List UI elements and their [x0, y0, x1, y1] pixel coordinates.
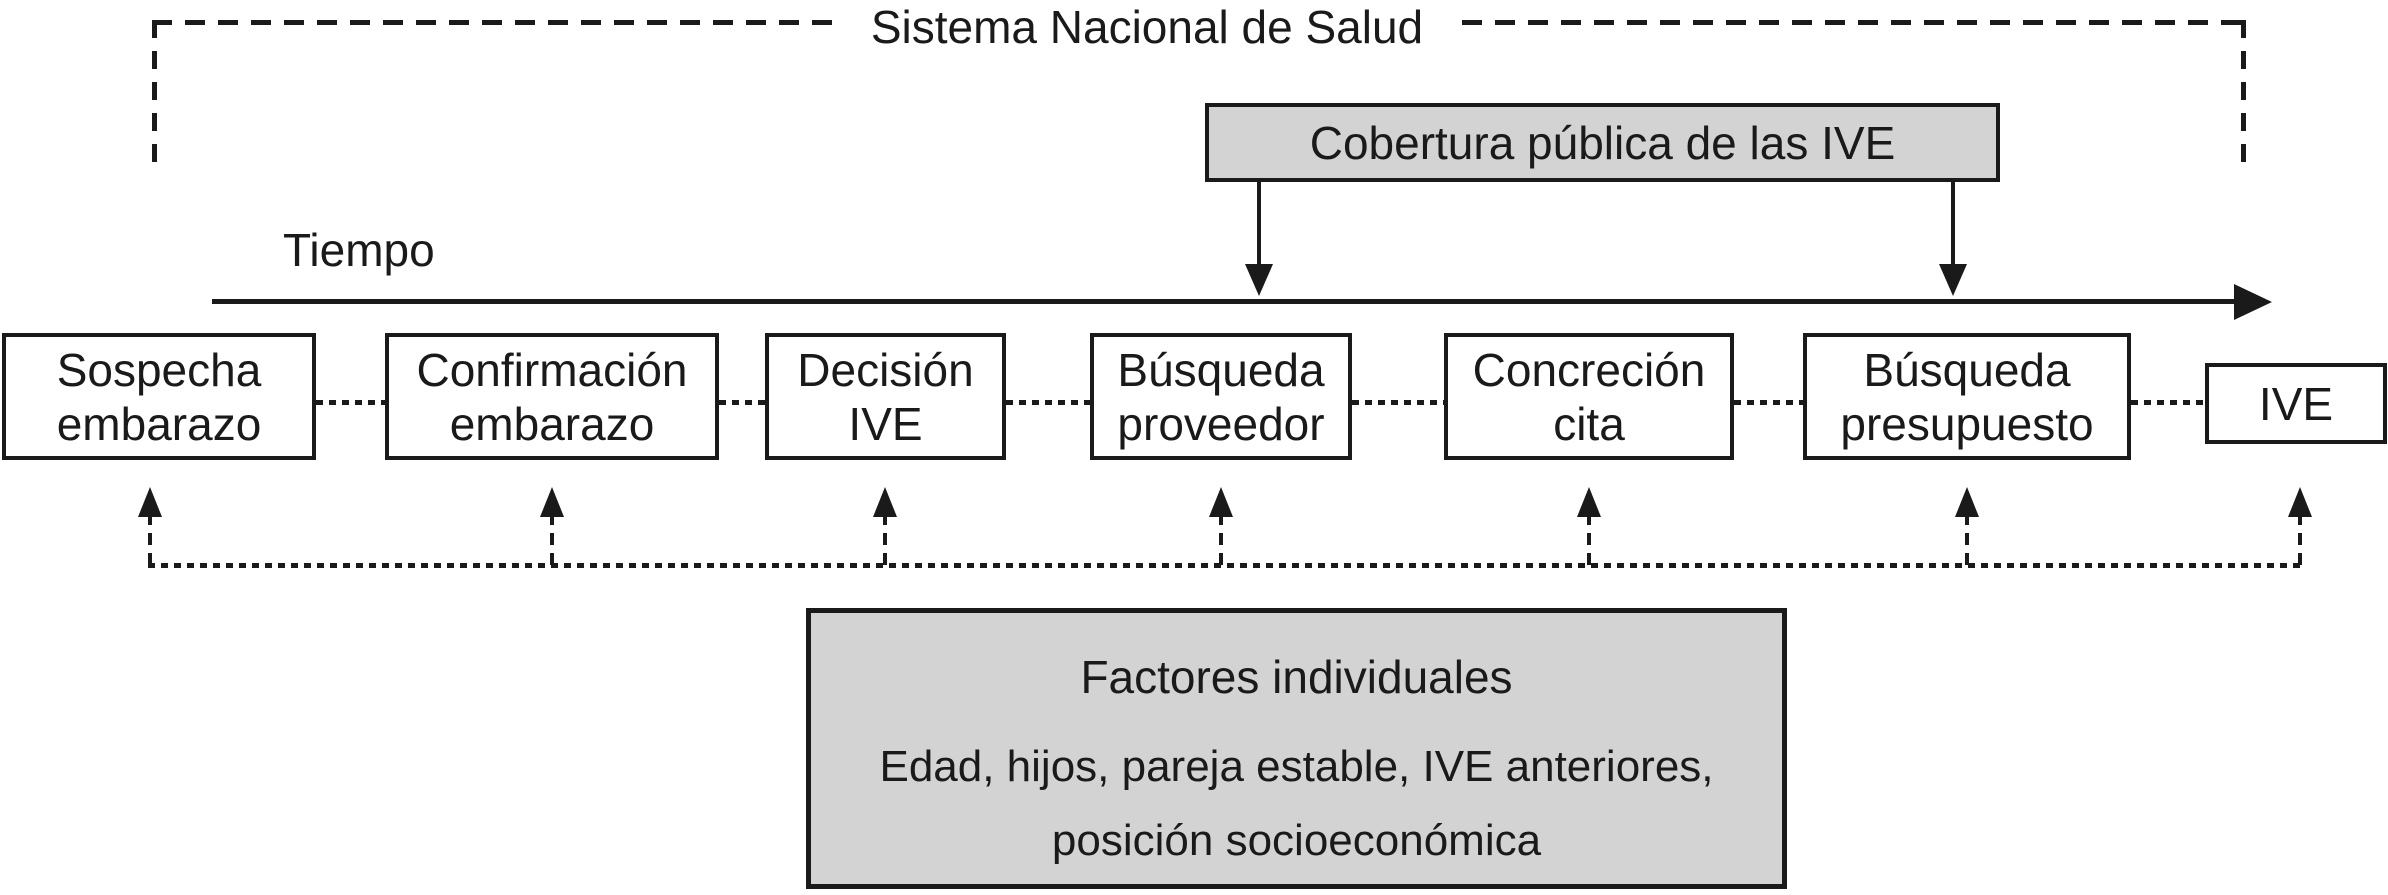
timeline-right-arrow-icon	[2234, 284, 2272, 320]
sns-title: Sistema Nacional de Salud	[870, 1, 1424, 53]
feedback-arrow-shaft	[550, 513, 554, 568]
factors-title: Factores individuales	[1080, 651, 1513, 703]
stage-box-ive: IVE	[2205, 363, 2387, 444]
stage-label: Búsqueda presupuesto	[1840, 343, 2094, 450]
sns-bracket-top-left-line	[152, 20, 832, 25]
stage-connector	[1352, 400, 1444, 405]
feedback-base-line	[148, 563, 2302, 568]
feedback-up-arrow-icon	[540, 487, 564, 517]
stage-label: Búsqueda proveedor	[1117, 343, 1325, 450]
sns-bracket-top-right-line	[1462, 20, 2246, 25]
feedback-arrow-shaft	[1965, 513, 1969, 568]
stage-connector	[2131, 400, 2205, 405]
coverage-box-label: Cobertura pública de las IVE	[1309, 116, 1896, 169]
feedback-arrow-shaft	[1587, 513, 1591, 568]
timeline-line	[212, 299, 2235, 304]
stage-label: Confirmación embarazo	[416, 343, 688, 450]
stage-box-confirmacion-embarazo: Confirmación embarazo	[385, 333, 719, 460]
factors-box: Factores individuales Edad, hijos, parej…	[806, 608, 1787, 889]
feedback-up-arrow-icon	[1955, 487, 1979, 517]
feedback-arrow-shaft	[1219, 513, 1223, 568]
feedback-up-arrow-icon	[1209, 487, 1233, 517]
feedback-up-arrow-icon	[2288, 487, 2312, 517]
stage-label: Sospecha embarazo	[56, 343, 262, 450]
stage-connector	[719, 400, 765, 405]
stage-label: IVE	[2258, 377, 2334, 430]
feedback-arrow-shaft	[148, 513, 152, 568]
sns-bracket-left-drop-line	[152, 20, 157, 168]
stage-connector	[1006, 400, 1090, 405]
stage-label: Decisión IVE	[797, 343, 974, 450]
coverage-arrow-right-shaft	[1951, 182, 1955, 266]
stage-box-sospecha-embarazo: Sospecha embarazo	[2, 333, 316, 460]
stage-box-concrecion-cita: Concreción cita	[1444, 333, 1734, 460]
stage-label: Concreción cita	[1472, 343, 1706, 450]
sns-bracket-right-drop-line	[2241, 20, 2246, 168]
coverage-arrow-left-shaft	[1257, 182, 1261, 266]
stage-box-busqueda-proveedor: Búsqueda proveedor	[1090, 333, 1352, 460]
feedback-up-arrow-icon	[138, 487, 162, 517]
factors-detail-line-1: Edad, hijos, pareja estable, IVE anterio…	[879, 742, 1714, 791]
coverage-arrow-right-down-arrow-icon	[1939, 264, 1967, 296]
coverage-arrow-left-down-arrow-icon	[1245, 264, 1273, 296]
stage-box-busqueda-presupuesto: Búsqueda presupuesto	[1803, 333, 2131, 460]
feedback-arrow-shaft	[2298, 513, 2302, 568]
timeline-label: Tiempo	[283, 224, 435, 276]
feedback-arrow-shaft	[883, 513, 887, 568]
factors-detail-line-2: posición socioeconómica	[1051, 816, 1542, 865]
feedback-up-arrow-icon	[873, 487, 897, 517]
stage-connector	[316, 400, 385, 405]
stage-connector	[1734, 400, 1803, 405]
feedback-up-arrow-icon	[1577, 487, 1601, 517]
stage-box-decision-ive: Decisión IVE	[765, 333, 1006, 460]
coverage-box: Cobertura pública de las IVE	[1205, 103, 2000, 182]
